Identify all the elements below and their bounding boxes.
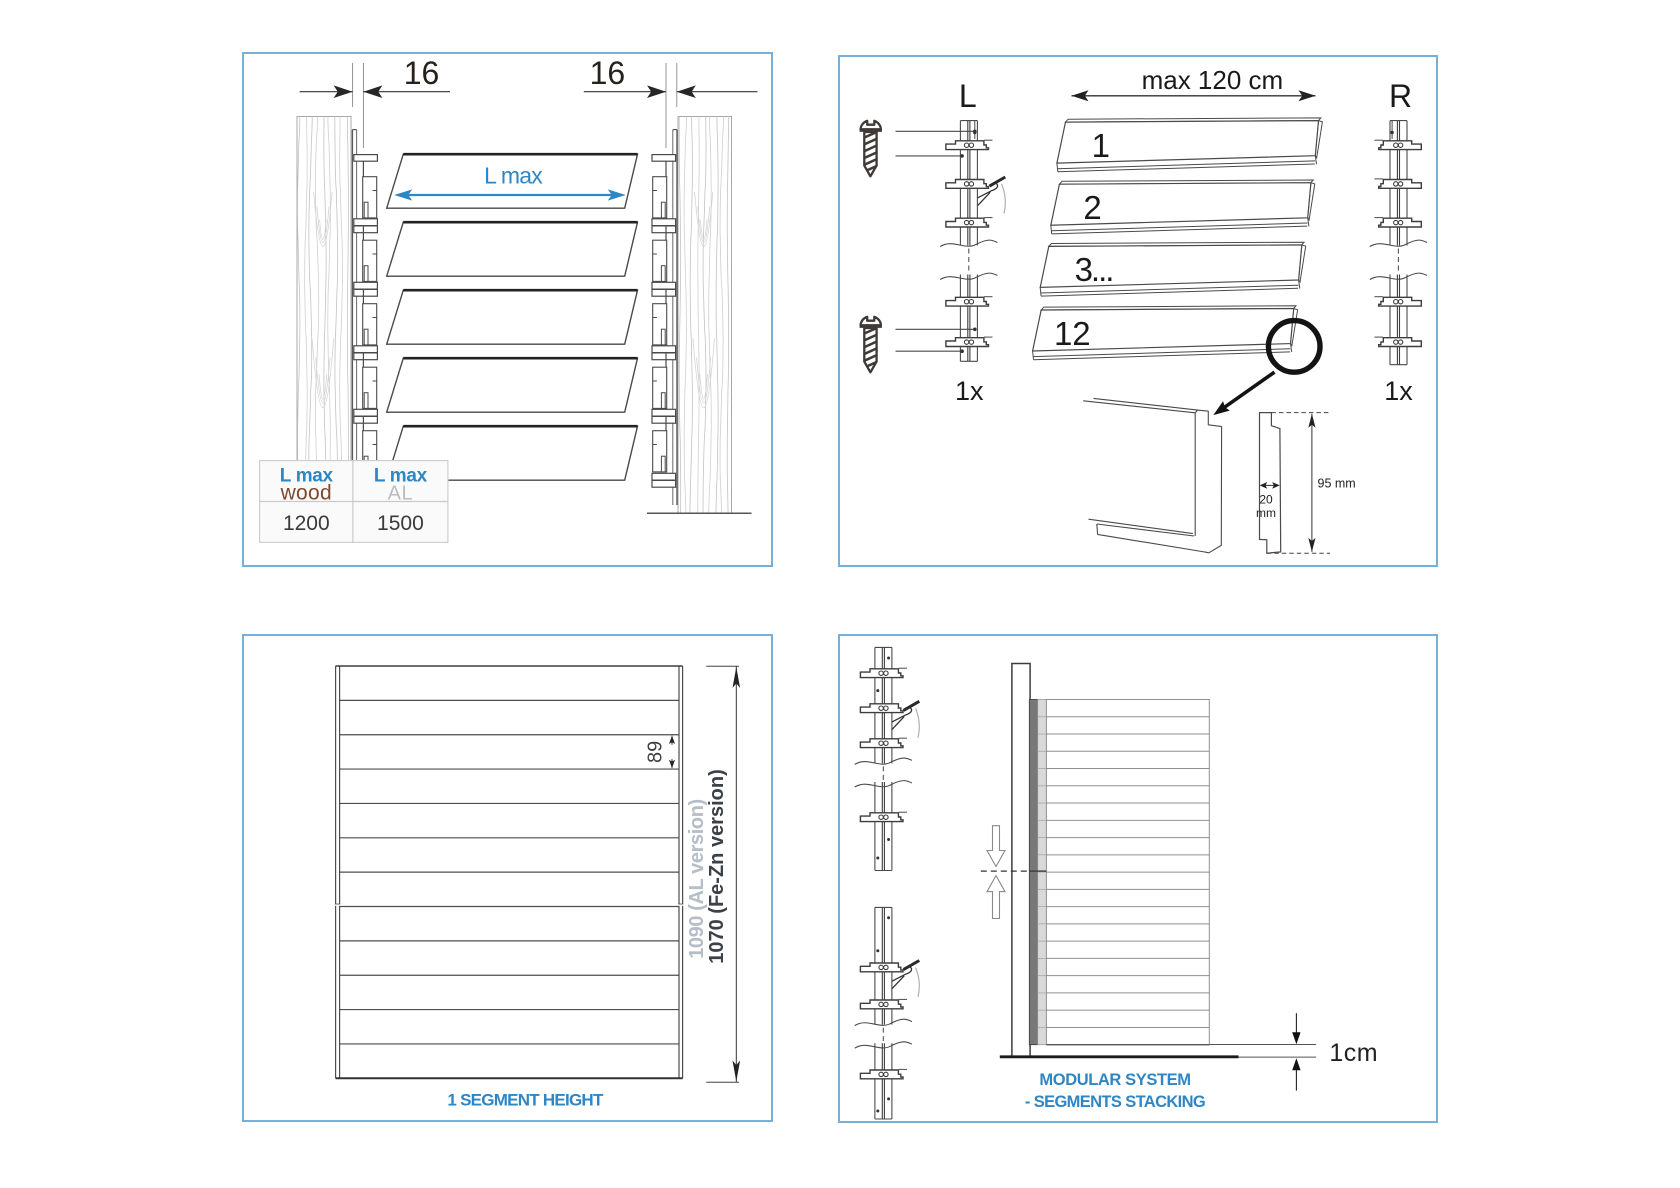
svg-text:1090 (AL version): 1090 (AL version) xyxy=(686,799,708,959)
svg-text:max 120 cm: max 120 cm xyxy=(1142,65,1284,95)
svg-text:L max: L max xyxy=(484,163,543,189)
svg-text:wood: wood xyxy=(280,482,332,505)
svg-text:1cm: 1cm xyxy=(1329,1039,1378,1067)
svg-text:12: 12 xyxy=(1054,315,1091,352)
svg-text:89: 89 xyxy=(645,741,667,763)
svg-text:1x: 1x xyxy=(955,376,984,406)
svg-text:20: 20 xyxy=(1259,493,1273,507)
svg-text:1: 1 xyxy=(1092,127,1110,164)
svg-text:L max: L max xyxy=(374,466,428,487)
svg-text:MODULAR SYSTEM: MODULAR SYSTEM xyxy=(1039,1071,1190,1089)
svg-text:1200: 1200 xyxy=(283,512,330,535)
svg-text:L: L xyxy=(959,78,977,114)
svg-text:mm: mm xyxy=(1256,506,1276,520)
svg-text:AL: AL xyxy=(388,483,413,505)
svg-text:- SEGMENTS STACKING: - SEGMENTS STACKING xyxy=(1025,1093,1205,1111)
svg-text:1 SEGMENT HEIGHT: 1 SEGMENT HEIGHT xyxy=(447,1091,604,1110)
svg-text:1070 (Fe-Zn version): 1070 (Fe-Zn version) xyxy=(706,769,728,964)
svg-text:16: 16 xyxy=(404,55,440,91)
svg-text:2: 2 xyxy=(1083,189,1101,226)
svg-text:1x: 1x xyxy=(1384,376,1413,406)
svg-text:1500: 1500 xyxy=(377,512,424,535)
svg-text:95 mm: 95 mm xyxy=(1318,476,1356,490)
svg-text:L max: L max xyxy=(280,466,334,487)
svg-text:3...: 3... xyxy=(1075,251,1113,288)
svg-text:16: 16 xyxy=(590,55,626,91)
svg-text:R: R xyxy=(1389,78,1412,114)
